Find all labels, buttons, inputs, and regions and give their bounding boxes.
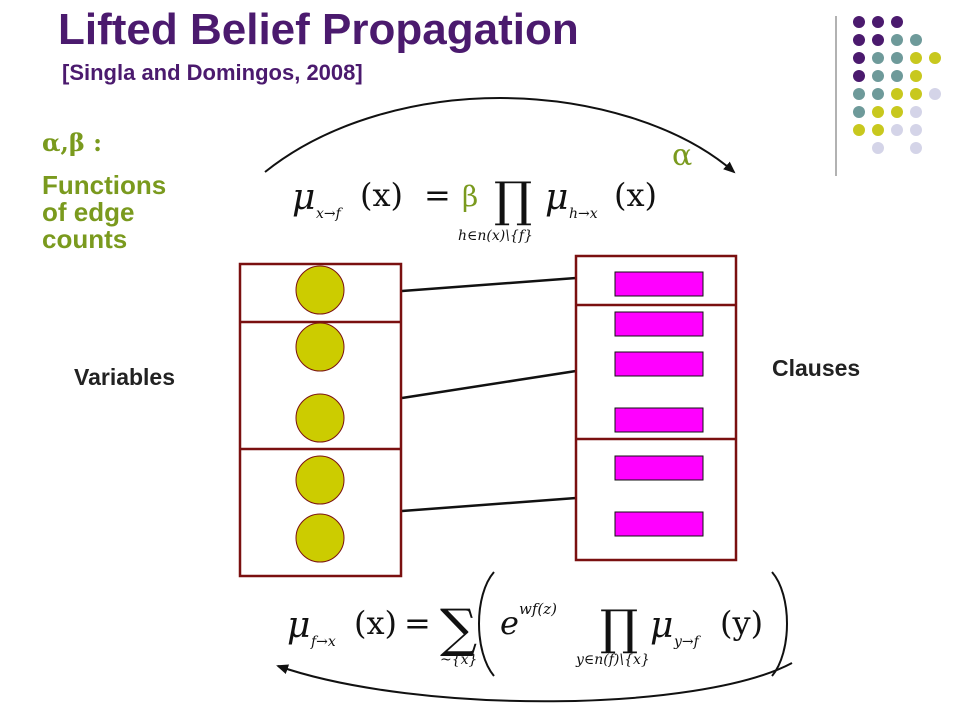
clauses-label: Clauses (772, 355, 861, 381)
eq-top-lhs-sub: x→f (316, 206, 344, 222)
bottom-arc-arrow (276, 662, 793, 703)
functions-line-2: of edge (42, 197, 135, 227)
functions-description: Functions of edge counts (42, 172, 242, 253)
clause-node (614, 311, 704, 337)
eq-bottom-sum-sub: ~{x} (440, 652, 477, 668)
eq-top-rhs-sub: h→x (569, 206, 598, 222)
page-title: Lifted Belief Propagation (58, 5, 579, 54)
eq-bottom-lhs-mu: μ (287, 605, 310, 646)
equation-variable-to-factor: μ x→f (x) = β ∏ h∈n(x)\{f} μ h→x (x) (292, 172, 657, 244)
eq-top-rhs-mu: μ (545, 177, 568, 218)
eq-top-rhs-arg: (x) (614, 176, 657, 214)
eq-bottom-sum: ∑ (440, 599, 477, 659)
edge-line-2 (401, 369, 577, 400)
eq-bottom-exp-base: e (500, 604, 519, 642)
edge-line-1 (401, 276, 577, 293)
eq-bottom-rhs-mu: μ (650, 605, 673, 646)
clauses-box (574, 254, 738, 562)
clause-node (614, 271, 704, 297)
eq-top-lhs-arg: (x) (360, 176, 403, 214)
eq-bottom-product-sub: y∈n(f)\{x} (575, 652, 650, 668)
variables-box (238, 262, 403, 578)
eq-top-lhs-mu: μ (292, 177, 315, 218)
eq-bottom-right-paren (771, 571, 788, 677)
variable-node (295, 393, 345, 443)
eq-bottom-rhs-sub: y→f (673, 634, 702, 650)
eq-bottom-product: ∏ (600, 600, 638, 656)
citation-subtitle: [Singla and Domingos, 2008] (62, 60, 363, 85)
variables-border (238, 262, 403, 578)
eq-bottom-lhs-sub: f→x (310, 634, 336, 650)
eq-bottom-rhs-arg: (y) (720, 604, 763, 642)
clause-node (614, 351, 704, 377)
top-arc-arrow (264, 96, 736, 174)
variables-label: Variables (74, 364, 176, 390)
eq-top-product: ∏ (494, 172, 532, 228)
eq-bottom-lhs-arg: (x) (354, 604, 397, 642)
functions-line-3: counts (42, 224, 128, 254)
functions-line-1: Functions (42, 170, 167, 200)
params-label: α,β : (42, 128, 102, 157)
clause-node (614, 455, 704, 481)
eq-top-equals: = (424, 176, 451, 214)
eq-bottom-left-paren (478, 571, 495, 677)
variable-node (295, 322, 345, 372)
eq-top-product-sub: h∈n(x)\{f} (458, 228, 533, 244)
variable-node (295, 455, 345, 505)
equation-factor-to-variable: μ f→x (x) = ∑ ~{x} e wf(z) ∏ y∈n(f)\{x} … (287, 571, 788, 677)
variable-node (295, 265, 345, 315)
eq-bottom-exp-sup: wf(z) (519, 600, 557, 618)
clause-node (614, 511, 704, 537)
eq-top-beta: β (462, 180, 478, 213)
clause-node (614, 407, 704, 433)
variable-node (295, 513, 345, 563)
edge-line-3 (401, 496, 577, 513)
decorative-dot-grid (853, 16, 941, 154)
eq-bottom-equals: = (404, 604, 431, 642)
clauses-border (574, 254, 738, 562)
alpha-symbol: α (672, 138, 693, 173)
